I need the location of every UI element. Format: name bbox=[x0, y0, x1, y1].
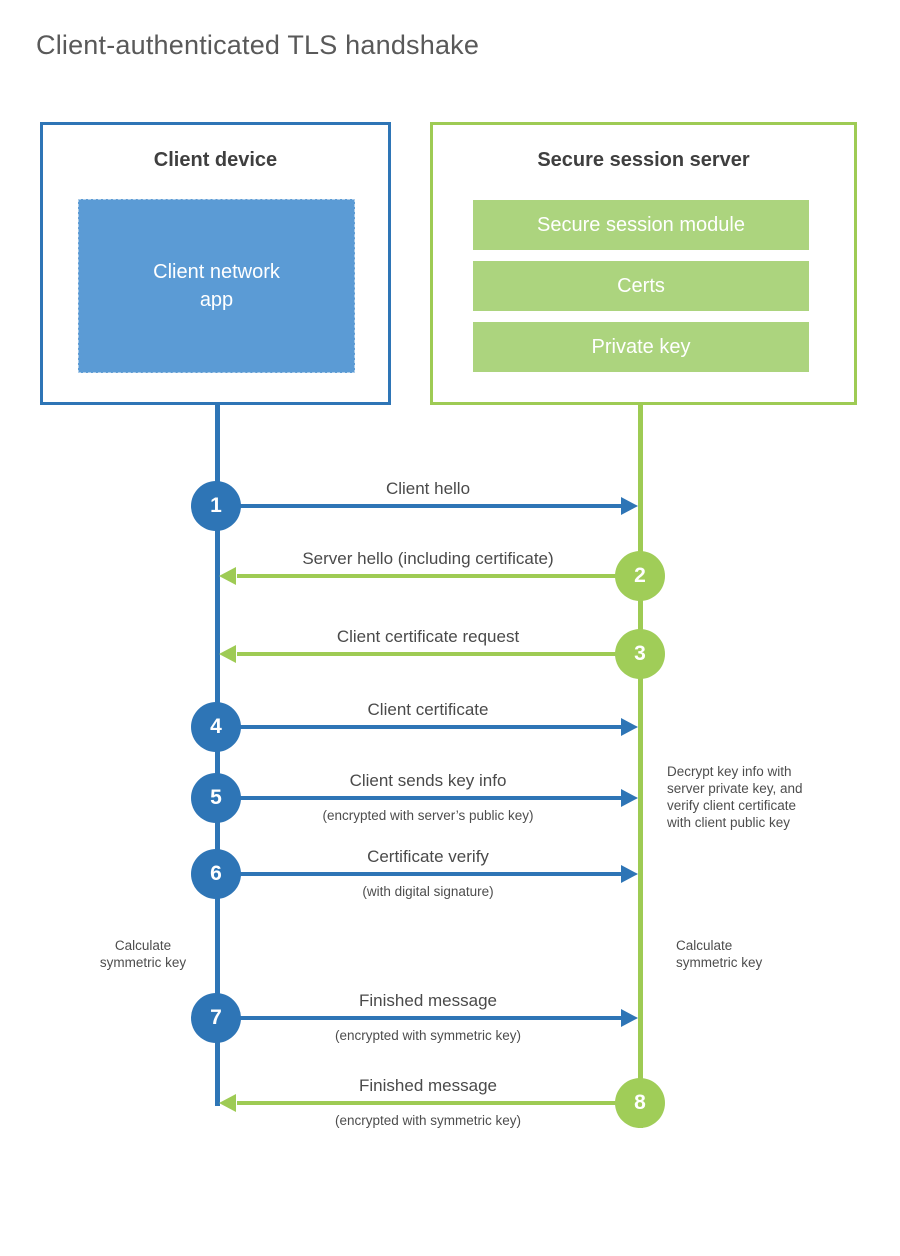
message-label: Client hello bbox=[385, 479, 471, 498]
arrow-right-icon bbox=[621, 789, 638, 807]
message-sublabel: (with digital signature) bbox=[362, 884, 494, 899]
server-lifeline bbox=[638, 405, 643, 1128]
arrow-left-icon bbox=[219, 1094, 236, 1112]
server-heading: Secure session server bbox=[537, 149, 750, 171]
client-lifeline bbox=[215, 405, 220, 1106]
message-label: Certificate verify bbox=[367, 847, 489, 866]
message-sublabel: (encrypted with symmetric key) bbox=[334, 1028, 522, 1043]
step-circle: 6 bbox=[191, 849, 241, 899]
step-circle: 2 bbox=[615, 551, 665, 601]
message-sublabel: (encrypted with symmetric key) bbox=[334, 1113, 522, 1128]
step-circle: 5 bbox=[191, 773, 241, 823]
arrow-left-icon bbox=[219, 645, 236, 663]
message-arrow-line bbox=[217, 872, 621, 876]
arrow-right-icon bbox=[621, 718, 638, 736]
client-device-heading: Client device bbox=[153, 149, 278, 171]
server-certs-bar: Certs bbox=[473, 261, 809, 311]
step-circle: 4 bbox=[191, 702, 241, 752]
page-title: Client-authenticated TLS handshake bbox=[36, 30, 480, 60]
note-calculate-symmetric-key-client: Calculate symmetric key bbox=[99, 938, 187, 970]
message-arrow-line bbox=[217, 504, 621, 508]
client-network-app-box: Client network app bbox=[78, 199, 355, 373]
arrow-right-icon bbox=[621, 865, 638, 883]
message-arrow-line bbox=[217, 1016, 621, 1020]
message-label: Client certificate bbox=[367, 700, 489, 719]
step-circle: 1 bbox=[191, 481, 241, 531]
message-label: Finished message bbox=[359, 1076, 497, 1095]
message-label: Finished message bbox=[359, 991, 497, 1010]
message-arrow-line bbox=[217, 725, 621, 729]
server-private-key-bar: Private key bbox=[473, 322, 809, 372]
step-circle: 3 bbox=[615, 629, 665, 679]
server-module-bar: Secure session module bbox=[473, 200, 809, 250]
step-circle: 8 bbox=[615, 1078, 665, 1128]
message-arrow-line bbox=[237, 1101, 640, 1105]
message-sublabel: (encrypted with server’s public key) bbox=[322, 808, 534, 823]
arrow-left-icon bbox=[219, 567, 236, 585]
note-calculate-symmetric-key-server: Calculate symmetric key bbox=[676, 938, 763, 970]
step-circle: 7 bbox=[191, 993, 241, 1043]
message-label: Client sends key info bbox=[349, 771, 507, 790]
message-arrow-line bbox=[237, 574, 640, 578]
message-arrow-line bbox=[237, 652, 640, 656]
arrow-right-icon bbox=[621, 1009, 638, 1027]
message-label: Client certificate request bbox=[336, 627, 520, 646]
note-decrypt-key-info: Decrypt key info with server private key… bbox=[667, 764, 803, 830]
message-arrow-line bbox=[217, 796, 621, 800]
arrow-right-icon bbox=[621, 497, 638, 515]
message-label: Server hello (including certificate) bbox=[302, 549, 554, 568]
